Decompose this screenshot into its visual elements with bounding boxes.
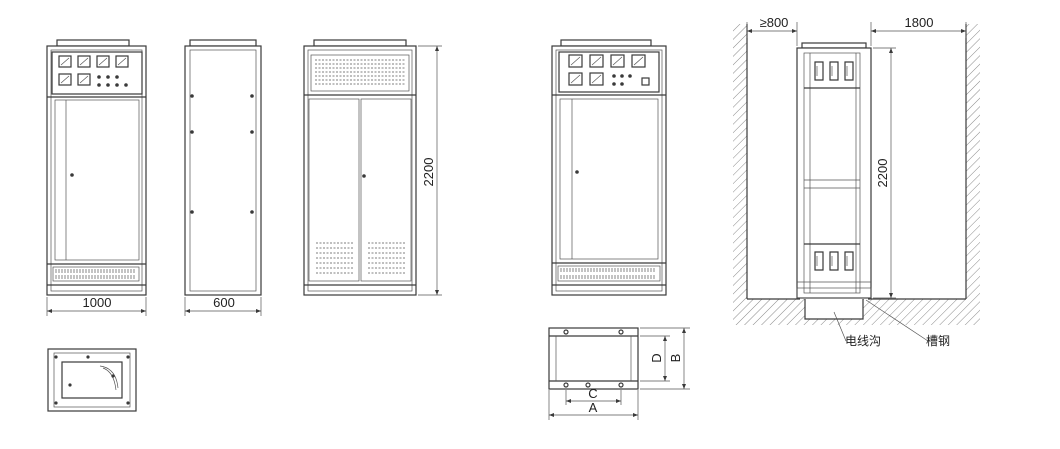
front-width-label: 1000 <box>83 295 112 310</box>
base-a-label: A <box>589 400 598 415</box>
upper-breakers <box>814 61 854 81</box>
alt-meter-row-top <box>568 54 646 68</box>
install-height-label: 2200 <box>875 159 890 188</box>
side-depth-label: 600 <box>213 295 235 310</box>
top-view <box>47 348 137 412</box>
front-louver-ticks <box>55 269 135 279</box>
front-view: 1000 <box>46 39 147 316</box>
side-view: 600 <box>184 39 262 316</box>
meter-row-top <box>58 55 129 68</box>
channel-steel-label: 槽钢 <box>926 334 950 348</box>
front-view-alt <box>551 39 667 296</box>
base-plan: B D C A <box>548 327 690 420</box>
base-b-label: B <box>668 354 683 363</box>
rear-height-label: 2200 <box>421 158 436 187</box>
lower-breakers <box>814 251 854 271</box>
installation-section: ≥800 1800 2200 电线沟 槽钢 <box>733 15 980 348</box>
meter-row-bottom <box>58 73 128 87</box>
rear-bottom-vents <box>316 242 405 274</box>
base-d-label: D <box>649 353 664 362</box>
base-c-label: C <box>588 386 597 401</box>
cable-trench-label: 电线沟 <box>845 334 881 348</box>
alt-meter-row-bottom <box>568 72 650 86</box>
front-clearance-label: 1800 <box>905 15 934 30</box>
rear-clearance-label: ≥800 <box>760 15 789 30</box>
rear-view: 2200 <box>303 39 442 296</box>
